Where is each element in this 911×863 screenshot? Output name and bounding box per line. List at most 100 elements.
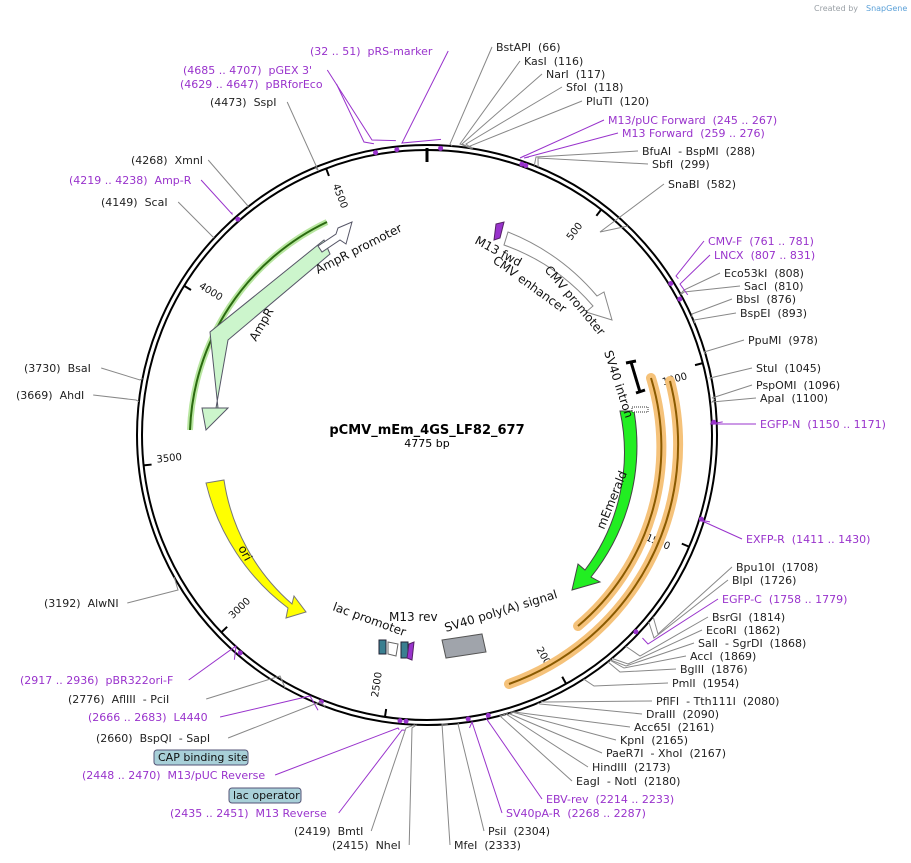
enzyme-leader-line	[652, 566, 733, 635]
feature-label-m13-rev: M13 rev	[389, 610, 438, 624]
primer-site-marker	[677, 296, 683, 302]
primer-site-marker	[465, 716, 471, 722]
primer-leader-line	[469, 720, 503, 814]
enzyme-site-label: (3669) AhdI	[16, 389, 84, 402]
ampr-highlight-core	[189, 221, 328, 431]
cmv-feature	[503, 231, 613, 321]
enzyme-site-label: (2415) NheI	[332, 839, 401, 852]
primer-site-marker	[438, 145, 444, 151]
primer-leader-line	[675, 240, 705, 280]
primer-leader-line	[274, 727, 400, 776]
enzyme-site-label: PaeR7I - XhoI (2167)	[606, 747, 726, 760]
primer-leader-line	[519, 119, 605, 159]
feature-label-sv40-polya: SV40 poly(A) signal	[443, 587, 559, 635]
enzyme-site-label: EagI - NotI (2180)	[576, 775, 680, 788]
enzyme-site-label: PluTI (120)	[586, 95, 649, 108]
enzyme-leader-line	[691, 298, 733, 318]
enzyme-site-label: BsrGI (1814)	[712, 611, 785, 624]
enzyme-leader-line	[711, 384, 753, 399]
primer-site-label: M13/pUC Forward (245 .. 267)	[608, 114, 777, 127]
enzyme-leader-line	[537, 702, 643, 715]
enzyme-leader-line	[510, 711, 617, 741]
enzyme-site-label: (4473) SspI	[210, 96, 277, 109]
backbone-outer-ring	[136, 144, 718, 726]
sv40-polya-feature	[441, 633, 487, 659]
tick-label: 3500	[156, 452, 182, 466]
primer-site-marker	[711, 419, 717, 425]
primer-leader-line	[219, 695, 319, 718]
ori-feature	[205, 479, 307, 619]
primer-leader-line	[200, 179, 233, 216]
enzyme-leader-line	[441, 723, 451, 846]
enzyme-site-label: BlpI (1726)	[732, 574, 796, 587]
enzyme-leader-line	[583, 678, 669, 687]
lac-promoter-feature	[387, 641, 399, 657]
enzyme-site-label: SalI - SgrDI (1868)	[698, 637, 806, 650]
enzyme-leader-line	[286, 101, 320, 172]
primer-leader-line	[679, 254, 711, 296]
primer-site-marker	[318, 699, 324, 705]
enzyme-site-label: (2419) BmtI	[294, 825, 363, 838]
enzyme-site-label: NarI (117)	[546, 68, 605, 81]
primer-site-label: (2917 .. 2936) pBR322ori-F	[20, 674, 173, 687]
enzyme-leader-line	[469, 100, 583, 149]
tick-mark	[383, 708, 388, 718]
plasmid-name: pCMV_mEm_4GS_LF82_677	[329, 423, 524, 438]
enzyme-site-label: StuI (1045)	[756, 362, 821, 375]
primer-site-label: EGFP-C (1758 .. 1779)	[722, 593, 847, 606]
ampr-feature	[201, 239, 331, 432]
enzyme-site-label: (3192) AlwNI	[44, 597, 119, 610]
enzyme-leader-line	[449, 46, 493, 147]
enzyme-leader-line	[611, 629, 703, 665]
highlight-strand-outer-core	[508, 380, 680, 685]
primer-site-label: M13 Forward (259 .. 276)	[622, 127, 765, 140]
primer-site-marker	[394, 147, 400, 153]
tick-mark	[220, 626, 228, 634]
enzyme-leader-line	[648, 579, 729, 639]
enzyme-leader-line	[607, 661, 677, 673]
primer-leader-line	[709, 421, 756, 425]
primer-site-label: (32 .. 51) pRS-marker	[310, 45, 433, 58]
tick-label: 2500	[370, 671, 385, 698]
tick-mark	[143, 463, 152, 467]
enzyme-site-label: MfeI (2333)	[454, 839, 521, 852]
highlight-strand-outer	[504, 376, 684, 689]
enzyme-site-label: (4268) XmnI	[131, 154, 203, 167]
primer-site-label: (2435 .. 2451) M13 Reverse	[170, 807, 327, 820]
primer-site-marker	[373, 150, 379, 156]
enzyme-site-label: AccI (1869)	[690, 650, 756, 663]
enzyme-leader-line	[206, 675, 286, 700]
primer-leader-line	[338, 729, 406, 814]
enzyme-leader-line	[457, 722, 485, 832]
primer-site-marker	[523, 163, 529, 169]
enzyme-site-label: SfoI (118)	[566, 81, 623, 94]
primer-site-marker	[485, 712, 491, 718]
enzyme-site-label: BbsI (876)	[736, 293, 796, 306]
enzyme-site-label: BstAPI (66)	[496, 41, 561, 54]
primer-site-label: CMV-F (761 .. 781)	[708, 235, 814, 248]
enzyme-leader-line	[459, 60, 521, 149]
primer-site-label: LNCX (807 .. 831)	[714, 249, 815, 262]
tick-mark	[561, 676, 567, 685]
enzyme-leader-line	[541, 700, 653, 703]
memerald-feature	[571, 410, 638, 591]
enzyme-site-label: SnaBI (582)	[668, 178, 736, 191]
sv40-intron-cap-bottom	[635, 388, 646, 395]
tick-label: 4000	[197, 281, 224, 304]
enzyme-site-label: PspOMI (1096)	[756, 379, 840, 392]
primer-site-marker	[519, 161, 525, 167]
enzyme-leader-line	[93, 394, 140, 403]
enzyme-leader-line	[509, 712, 603, 754]
cap-binding-site-box	[153, 749, 249, 766]
primer-leader-line	[336, 83, 375, 145]
enzyme-site-label: SbfI (299)	[652, 158, 710, 171]
primer-leader-line	[326, 69, 396, 142]
enzyme-leader-line	[127, 576, 179, 604]
m13-fwd-feature	[493, 221, 505, 241]
primer-site-label: (2448 .. 2470) M13/pUC Reverse	[82, 769, 265, 782]
sv40-intron-marker	[629, 361, 642, 393]
enzyme-leader-line	[227, 701, 326, 739]
enzyme-leader-line	[533, 150, 639, 166]
primer-leader-line	[699, 519, 743, 540]
enzyme-site-label: PflFI - Tth111I (2080)	[656, 695, 779, 708]
